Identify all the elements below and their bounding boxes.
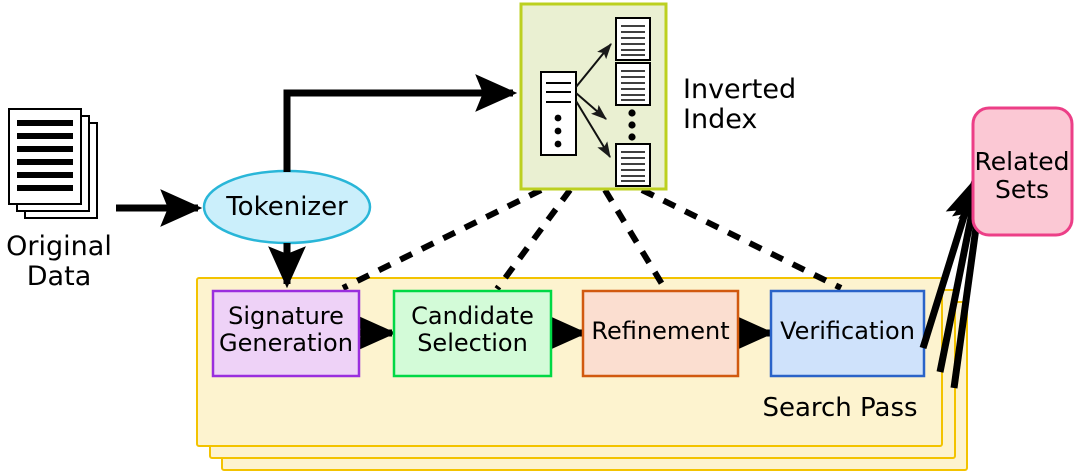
posting-ellipsis-icon — [628, 109, 636, 141]
index-arrow-middle — [575, 92, 607, 120]
related-sets-node[interactable] — [971, 106, 1074, 237]
edge-tokenizer-to-inverted-index — [283, 74, 518, 172]
edge-inverted-index-to-refinement — [602, 188, 668, 291]
verification-node[interactable] — [769, 289, 926, 378]
index-arrow-bottom — [575, 100, 611, 159]
inverted-index-node[interactable] — [519, 2, 668, 191]
posting-document-icon-1 — [615, 17, 651, 61]
posting-document-icon-3 — [615, 143, 651, 187]
edge-inverted-index-to-verification — [640, 187, 843, 291]
refinement-node[interactable] — [581, 289, 740, 378]
tokenizer-node[interactable] — [202, 169, 372, 245]
document-stack-icon — [8, 108, 98, 219]
edge-inverted-index-to-candidate-selection — [494, 188, 573, 291]
signature-generation-node[interactable] — [211, 289, 361, 378]
posting-document-icon-2 — [615, 62, 651, 106]
edge-inverted-index-to-signature-generation — [341, 187, 543, 291]
index-arrow-top — [575, 43, 612, 88]
index-key-list-icon — [540, 71, 577, 156]
candidate-selection-node[interactable] — [392, 289, 553, 378]
